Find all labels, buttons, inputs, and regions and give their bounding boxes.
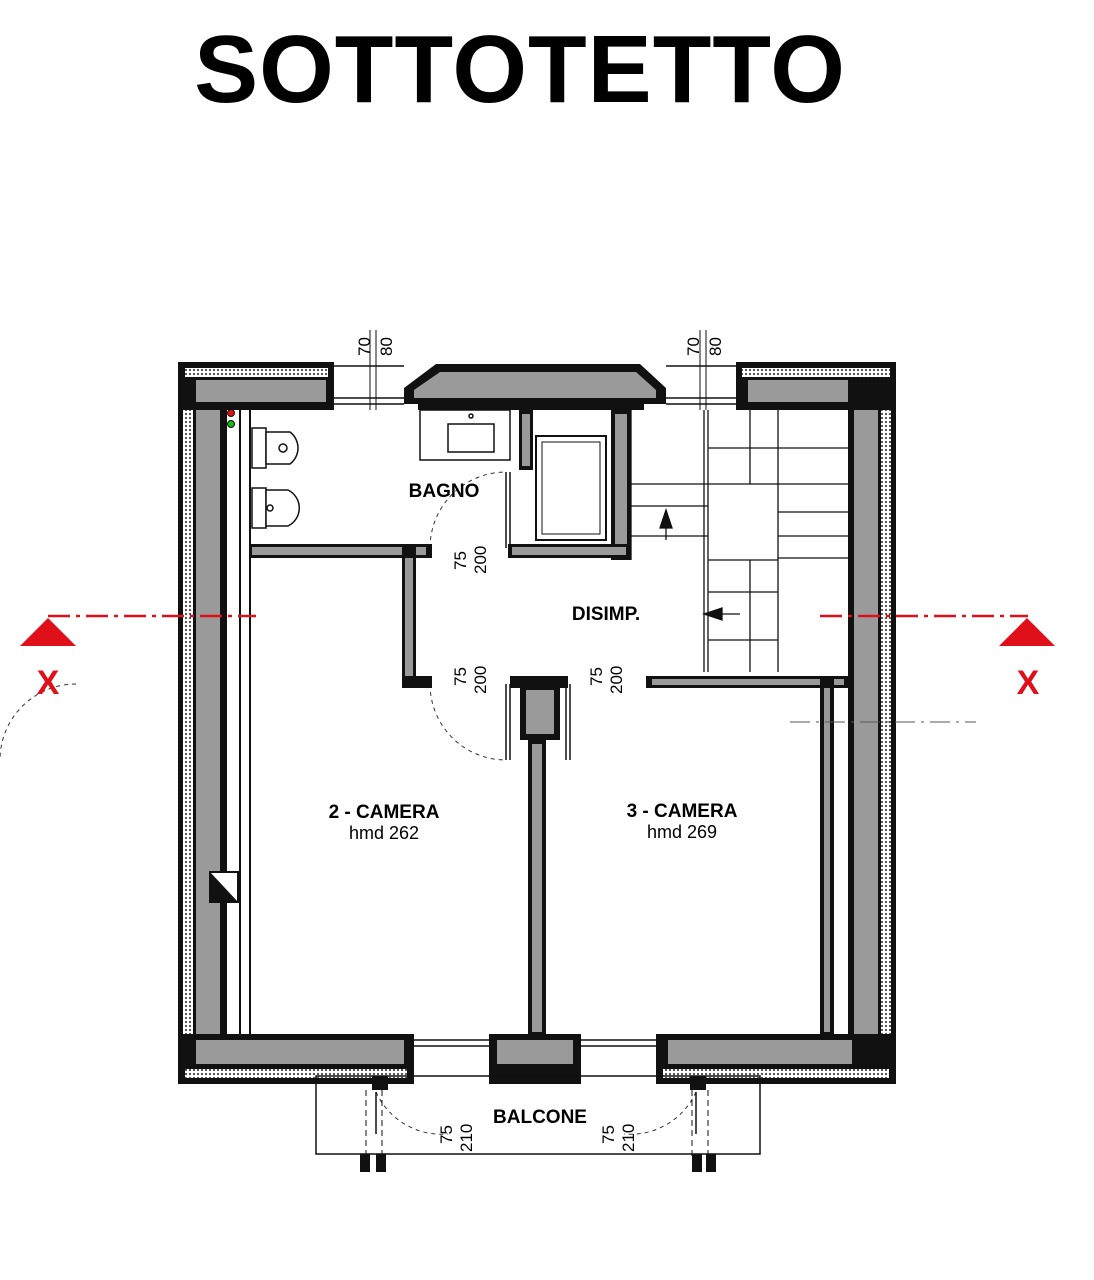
room-label-balcone: BALCONE: [493, 1107, 587, 1128]
door-balcony-left-width: 75: [437, 1125, 456, 1144]
room-label-bagno: BAGNO: [409, 481, 480, 502]
window-right-height: 80: [706, 337, 725, 356]
door-bagno-height: 200: [471, 546, 490, 574]
electrical-panel-icon: [209, 871, 239, 903]
section-label-right: X: [1017, 664, 1040, 702]
door-balcony-right-height: 210: [619, 1124, 638, 1152]
window-top-right: [666, 330, 736, 410]
room-label-camera3: 3 - CAMERA: [627, 801, 738, 822]
left-lining: [225, 410, 251, 1034]
staircase: [630, 410, 848, 672]
door-camera2-height: 200: [471, 666, 490, 694]
door-camera2-width: 75: [451, 667, 470, 686]
door-camera3-width: 75: [587, 667, 606, 686]
section-marker-left: [20, 618, 76, 646]
toilet-icon: [251, 427, 299, 469]
door-bagno-width: 75: [451, 551, 470, 570]
door-leaves: [505, 472, 571, 760]
gas-green-icon: [227, 420, 235, 428]
door-balcony-right-width: 75: [599, 1125, 618, 1144]
window-left-sill: 70: [355, 337, 374, 356]
washbasin-icon: [419, 409, 511, 461]
window-right-sill: 70: [684, 337, 703, 356]
window-left-height: 80: [377, 337, 396, 356]
section-marker-right: [999, 618, 1055, 646]
perimeter-walls: [178, 362, 896, 1084]
room-label-disimpegno: DISIMP.: [572, 604, 640, 625]
door-balcony-left-height: 210: [457, 1124, 476, 1152]
window-top-left: [334, 330, 404, 410]
balcony-posts: [360, 1076, 716, 1172]
balcony-guides: [365, 1090, 709, 1156]
door-camera3-height: 200: [607, 666, 626, 694]
room-height-camera3: hmd 269: [647, 822, 717, 842]
gas-red-icon: [227, 409, 235, 417]
balcony: [315, 1039, 761, 1155]
door-markers: [428, 544, 650, 688]
door-swings: [0, 471, 697, 1135]
room-height-camera2: hmd 262: [349, 823, 419, 843]
interior-walls: [250, 410, 848, 1036]
section-label-left: X: [37, 664, 60, 702]
room-label-camera2: 2 - CAMERA: [329, 802, 440, 823]
plan-title: SOTTOTETTO: [194, 16, 846, 123]
bidet-icon: [251, 487, 300, 529]
